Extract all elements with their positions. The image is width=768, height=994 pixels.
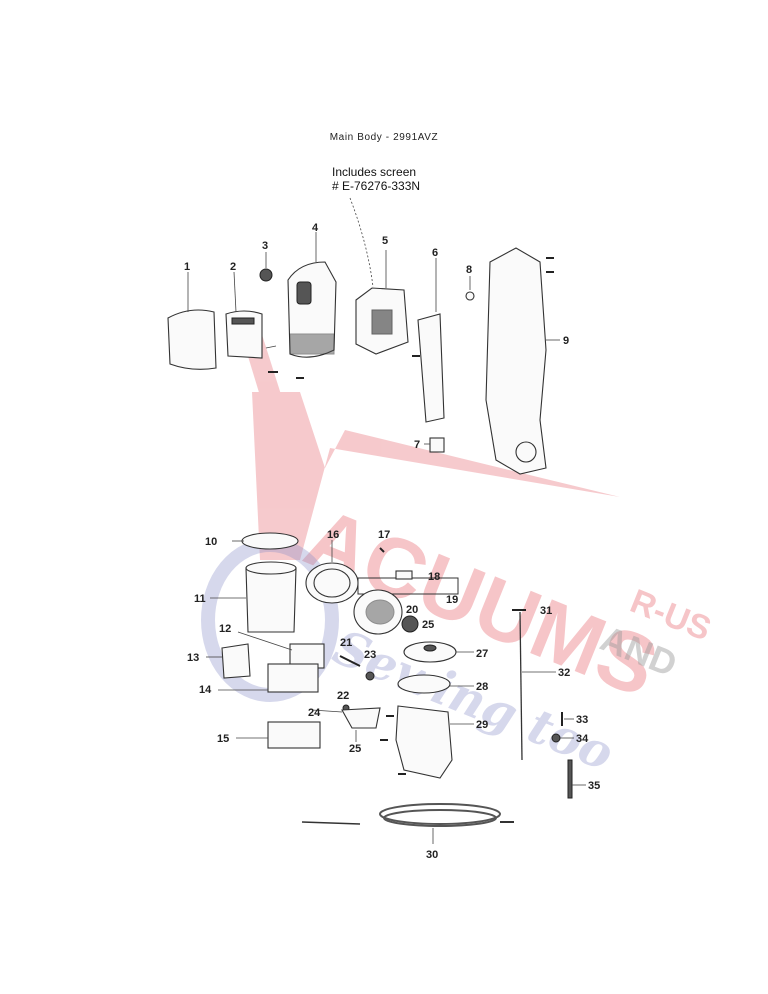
callout-2: 2 — [230, 261, 236, 273]
screen-note-line-2: # E-76276-333N — [332, 179, 421, 193]
part-5-motor — [355, 250, 420, 357]
callout-35: 35 — [588, 780, 600, 792]
part-11-dust-cup — [210, 561, 297, 633]
callout-labels: 1 2 3 4 5 6 7 8 9 10 11 12 13 14 15 16 1… — [184, 222, 600, 861]
callout-24: 24 — [308, 707, 321, 719]
diagram-title: Main Body - 2991AVZ — [329, 132, 439, 143]
callout-29: 29 — [476, 719, 488, 731]
part-7-pad — [424, 437, 445, 453]
part-14-hepa-filter — [218, 663, 319, 693]
callout-14: 14 — [199, 684, 212, 696]
part-18-19-cyclone — [353, 570, 459, 635]
note-leader — [349, 197, 374, 288]
callout-18: 18 — [428, 571, 440, 583]
callout-19: 19 — [446, 594, 458, 606]
part-12-filter — [237, 631, 325, 669]
callout-1: 1 — [184, 261, 190, 273]
part-10-lid — [232, 532, 299, 550]
part-15-foam-filter — [236, 721, 321, 749]
callout-31: 31 — [540, 605, 552, 617]
watermark-v-logo — [240, 322, 620, 560]
callout-32: 32 — [558, 667, 570, 679]
part-9-handle-body — [485, 247, 560, 475]
part-34-clip — [551, 733, 574, 743]
callout-4: 4 — [312, 222, 319, 234]
part-21-rod — [339, 655, 361, 667]
part-24-25-latch — [311, 707, 394, 742]
callout-10: 10 — [205, 536, 217, 548]
part-1-cover — [167, 272, 217, 370]
callout-11: 11 — [194, 593, 206, 605]
callout-16: 16 — [327, 529, 339, 541]
screen-note-line-1: Includes screen — [332, 165, 417, 179]
callout-25-upper: 25 — [422, 619, 434, 631]
callout-27: 27 — [476, 648, 488, 660]
callout-25-lower: 25 — [349, 743, 361, 755]
callout-13: 13 — [187, 652, 199, 664]
part-8-washer — [465, 276, 475, 301]
callout-5: 5 — [382, 235, 388, 247]
callout-8: 8 — [466, 264, 472, 276]
callout-3: 3 — [262, 240, 268, 252]
callout-30: 30 — [426, 849, 438, 861]
callout-15: 15 — [217, 733, 229, 745]
part-20-gear — [401, 615, 419, 633]
part-17-screw — [379, 547, 385, 553]
callout-34: 34 — [576, 733, 589, 745]
part-27-plate — [403, 641, 474, 663]
part-33-pin — [561, 712, 574, 726]
part-28-base-plate — [397, 674, 474, 694]
part-31-32-wire — [512, 609, 556, 761]
part-13-filter-frame — [206, 643, 251, 679]
callout-23: 23 — [364, 649, 376, 661]
callout-9: 9 — [563, 335, 569, 347]
part-6-channel — [417, 258, 445, 423]
callout-17: 17 — [378, 529, 390, 541]
callout-21: 21 — [340, 637, 352, 649]
callout-6: 6 — [432, 247, 438, 259]
screen-note: Includes screen # E-76276-333N — [332, 165, 420, 193]
part-29-lower-housing — [395, 705, 474, 779]
part-2-cover — [225, 271, 277, 359]
part-3-knob — [259, 252, 273, 282]
part-4-housing — [268, 232, 337, 379]
callout-28: 28 — [476, 681, 488, 693]
callout-7: 7 — [414, 439, 420, 451]
part-16-ring — [305, 540, 359, 604]
callout-22: 22 — [337, 690, 349, 702]
part-30-power-cord — [301, 803, 514, 844]
callout-12: 12 — [219, 623, 231, 635]
callout-33: 33 — [576, 714, 588, 726]
part-35-strap — [567, 759, 586, 799]
callout-20: 20 — [406, 604, 418, 616]
